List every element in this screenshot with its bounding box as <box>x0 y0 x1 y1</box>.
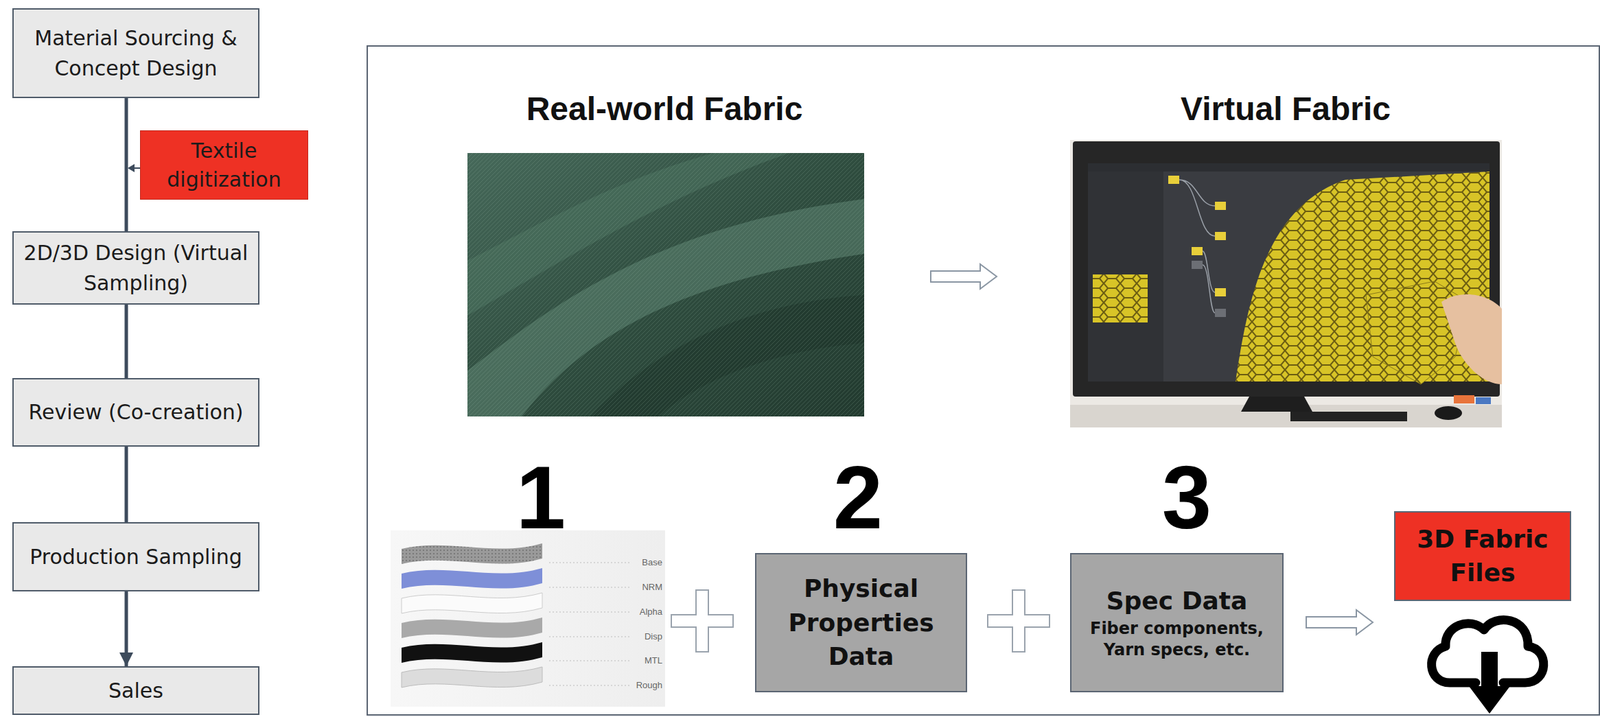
graph-node <box>1168 175 1180 184</box>
fabric-base <box>467 153 865 417</box>
box-label: 3D Fabric Files <box>1403 523 1562 590</box>
box-detail: Fiber components, Yarn specs, etc. <box>1079 618 1274 662</box>
section-title: Real-world Fabric <box>424 89 905 130</box>
layer-name: Rough <box>607 680 663 692</box>
rough-layer <box>401 667 543 688</box>
process-box: Material Sourcing & Concept Design <box>12 8 260 99</box>
panel-frame <box>367 45 1600 716</box>
data-box: Physical Properties Data <box>755 553 968 693</box>
wall <box>1070 140 1502 428</box>
graph-node <box>1214 288 1226 297</box>
layer-name: Alpha <box>607 606 663 618</box>
section-title: Virtual Fabric <box>1045 89 1526 130</box>
download-stem <box>1481 652 1498 690</box>
box-label: Textile digitization <box>148 136 300 195</box>
process-box: Production Sampling <box>12 522 260 592</box>
box-label: Material Sourcing & Concept Design <box>21 23 250 84</box>
box-label: Physical Properties Data <box>764 571 958 675</box>
mtl-layer <box>401 642 543 664</box>
monitor-hood <box>1072 141 1500 397</box>
data-box: Spec DataFiber components, Yarn specs, e… <box>1070 553 1284 693</box>
node-graph-wires <box>1179 179 1215 313</box>
graph-node <box>1191 247 1203 256</box>
plus-sign <box>987 590 1050 653</box>
flow-line <box>124 98 129 232</box>
hand <box>1441 294 1502 385</box>
side-panel <box>1087 171 1164 382</box>
box-label: Review (Co-creation) <box>28 397 243 428</box>
process-box: Sales <box>12 666 260 716</box>
alpha-layer <box>401 593 543 614</box>
highlight-box: Textile digitization <box>140 130 309 200</box>
desk-object <box>1475 397 1491 405</box>
monitor-stand <box>1241 396 1313 412</box>
fabric-photo <box>467 153 865 417</box>
layer-name: Base <box>607 557 663 569</box>
texture-layers <box>390 530 666 707</box>
base-layer <box>401 543 543 565</box>
keyboard <box>1290 411 1408 422</box>
fabric-texture <box>467 153 865 417</box>
box-label: Production Sampling <box>29 542 243 573</box>
block-arrow <box>1306 610 1373 635</box>
download-head <box>1468 686 1511 714</box>
step-number: 2 <box>789 453 927 543</box>
desk-object <box>1453 395 1475 404</box>
mouse <box>1434 406 1463 421</box>
flow-line <box>124 446 129 523</box>
graph-node <box>1214 232 1226 241</box>
flow-line <box>124 591 129 667</box>
layer-name: NRM <box>607 582 663 594</box>
process-box: Review (Co-creation) <box>12 378 260 447</box>
flow-line <box>124 304 129 379</box>
box-label: Spec Data <box>1106 584 1248 619</box>
box-label: Sales <box>108 676 164 707</box>
monitor-photo <box>1070 140 1502 428</box>
graph-node <box>1191 260 1203 270</box>
menu-bar <box>1087 163 1490 172</box>
block-arrow <box>930 264 997 289</box>
disp-layer <box>401 617 543 639</box>
nrm-layer <box>401 568 543 589</box>
process-box: 2D/3D Design (Virtual Sampling) <box>12 231 260 305</box>
step-number: 1 <box>472 453 610 543</box>
swatch-thumbnail <box>1092 274 1148 323</box>
layer-name: Disp <box>607 631 663 643</box>
cloud-download-icon <box>1431 620 1544 714</box>
layer-name: MTL <box>607 655 663 667</box>
graph-node <box>1214 308 1226 318</box>
layer-leaders <box>549 562 631 686</box>
output-box: 3D Fabric Files <box>1394 511 1572 602</box>
plus-sign <box>671 590 734 653</box>
layers-ground <box>390 530 666 707</box>
box-label: 2D/3D Design (Virtual Sampling) <box>21 238 250 298</box>
step-number: 3 <box>1118 453 1256 543</box>
graph-node <box>1214 201 1226 211</box>
input-arrowhead <box>127 164 135 173</box>
